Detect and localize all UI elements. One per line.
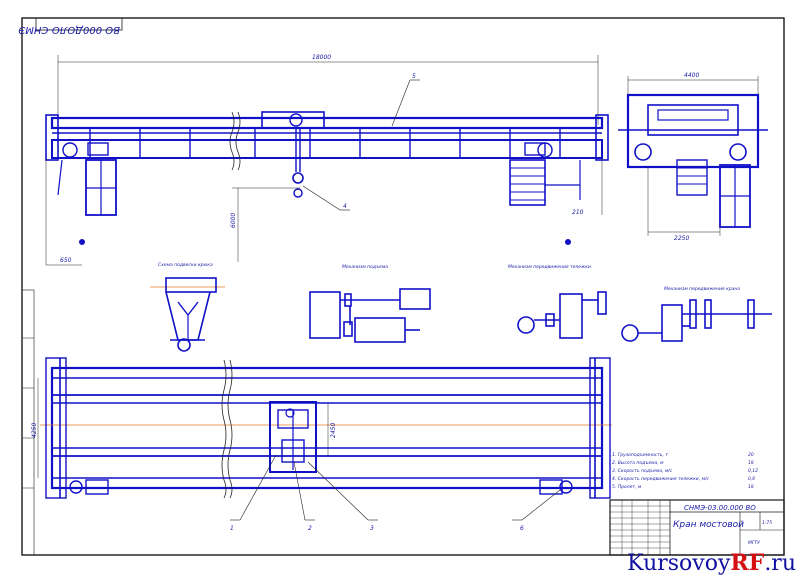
hoist-kinematic-title: Механизм подъема [342,264,388,270]
crane-kinematic [621,299,772,342]
callout-3: 3 [370,525,374,532]
hook-scheme [150,277,225,352]
callout-1: 1 [230,525,234,532]
front-view [45,55,609,266]
plan-trolley-dimension: 2450 [330,423,337,438]
stamp-code: ВО 000ДОЛО-СНМЭ [18,24,120,35]
spec-4-label: 4. Скорость передвижения тележки, м/с [612,476,709,482]
trolley-kinematic-title: Механизм передвижения тележки [508,264,591,270]
crane-kinematic-title: Механизм передвижения крана [664,286,740,292]
side-view [618,76,768,236]
watermark-tail: .ru [764,551,796,576]
title-block-scale: 1:75 [762,520,772,526]
callout-2: 2 [308,525,312,532]
spec-list: 1. Грузоподъемность, т 20 2. Высота подъ… [612,452,758,490]
hoist-kinematic [309,288,431,343]
side-top-dimension: 4400 [684,72,699,79]
watermark: KursovoyRF.ru [627,550,796,576]
callout-5: 5 [412,73,416,80]
spec-2-label: 2. Высота подъема, м [612,460,664,466]
spec-3-value: 0,12 [748,468,758,474]
side-bottom-dimension: 2250 [674,235,689,242]
spec-3-label: 3. Скорость подъема, м/с [612,468,673,474]
watermark-main: Kursovoy [627,551,731,576]
height-dimension: 6000 [230,213,237,228]
spec-5-value: 18 [748,484,754,490]
spec-5-label: 5. Пролет, м [612,484,642,490]
sheet-frame [21,17,785,556]
title-block-sheet: МГТУ [748,540,760,546]
span-dimension: 18000 [312,54,331,61]
plan-width-dimension: 4250 [31,423,38,438]
title-block [609,499,785,556]
left-dimension: 650 [60,257,72,264]
trolley-kinematic [517,291,607,339]
hook-scheme-title: Схема подвески крюка [158,262,213,268]
callout-leaders-plan [230,454,561,521]
spec-2-value: 18 [748,460,754,466]
callout-leaders-front [302,79,420,211]
callout-6: 6 [520,525,524,532]
spec-4-value: 0,6 [748,476,755,482]
spec-1-label: 1. Грузоподъемность, т [612,452,668,458]
title-block-name: Кран мостовой [673,520,744,530]
watermark-accent: RF [730,550,765,576]
title-block-code: СНМЭ-03.00.000 ВО [684,504,756,512]
callout-4: 4 [343,203,347,210]
right-small-dimension: 210 [572,209,584,216]
spec-1-value: 20 [748,452,754,458]
plan-view [37,357,612,499]
